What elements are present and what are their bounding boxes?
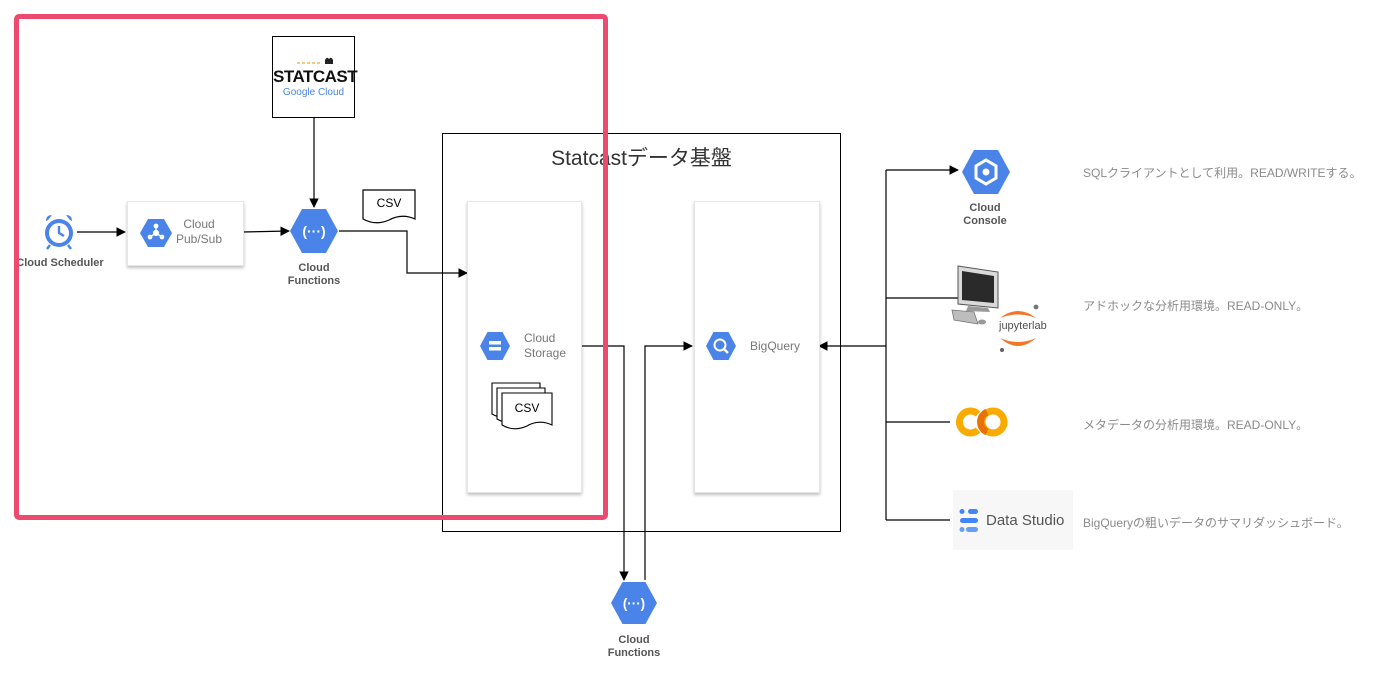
svg-text:(···): (···) (623, 596, 645, 611)
scheduler-label: Cloud Scheduler (16, 257, 104, 269)
csv-stack-label: CSV (515, 401, 540, 415)
data-studio-badge[interactable]: Data Studio (953, 490, 1073, 550)
cloud-functions-icon[interactable]: (···) (611, 581, 657, 625)
arrow-storage-to-functions-bottom (581, 345, 629, 581)
csv-multiple-documents-icon: CSV (491, 382, 553, 430)
arrow-functions-to-storage (339, 230, 468, 278)
arrow-functions-bottom-to-bigquery (644, 341, 693, 580)
cloud-storage-icon (480, 332, 510, 360)
highlight-box (14, 14, 608, 520)
statcast-google-cloud-logo: STATCAST Google Cloud (272, 36, 358, 118)
functions-bottom-label: Cloud Functions (607, 634, 661, 659)
cloud-functions-icon[interactable]: (···) (290, 207, 338, 255)
jupyterlab-logo-icon[interactable] (992, 302, 1044, 356)
storage-label: Cloud Storage (524, 331, 567, 360)
console-label: Cloud Console (963, 202, 1007, 227)
platform-title: Statcastデータ基盤 (551, 147, 732, 170)
statcast-title: STATCAST (273, 67, 358, 86)
pubsub-label: Cloud Pub/Sub (175, 217, 223, 246)
data-studio-icon (959, 509, 978, 532)
csv-document-icon: CSV (362, 189, 416, 224)
google-cloud-text: Google Cloud (282, 87, 345, 98)
data-studio-label: Data Studio (986, 512, 1065, 529)
jupyter-description: アドホックな分析用環境。READ-ONLY。 (1083, 299, 1309, 313)
statcast-logo-mark-icon (297, 57, 333, 64)
pubsub-icon (140, 219, 172, 247)
statcast-platform-container (442, 133, 841, 532)
colab-description: メタデータの分析用環境。READ-ONLY。 (1083, 418, 1309, 432)
bigquery-label: BigQuery (750, 339, 801, 353)
csv-top-label: CSV (377, 196, 402, 210)
jupyterlab-label: jupyterlab (999, 320, 1047, 332)
colab-icon[interactable] (954, 404, 1012, 440)
functions-top-label: Cloud Functions (287, 262, 341, 287)
svg-text:(···): (···) (302, 223, 325, 239)
console-description: SQLクライアントとして利用。READ/WRITEする。 (1083, 166, 1362, 180)
arrow-pubsub-to-functions (241, 226, 290, 236)
datastudio-description: BigQueryの粗いデータのサマリダッシュボード。 (1083, 516, 1349, 530)
alarm-clock-icon[interactable] (42, 212, 76, 250)
computer-icon[interactable] (950, 264, 1010, 332)
bigquery-icon (706, 332, 736, 360)
cloud-console-icon[interactable] (962, 149, 1010, 195)
